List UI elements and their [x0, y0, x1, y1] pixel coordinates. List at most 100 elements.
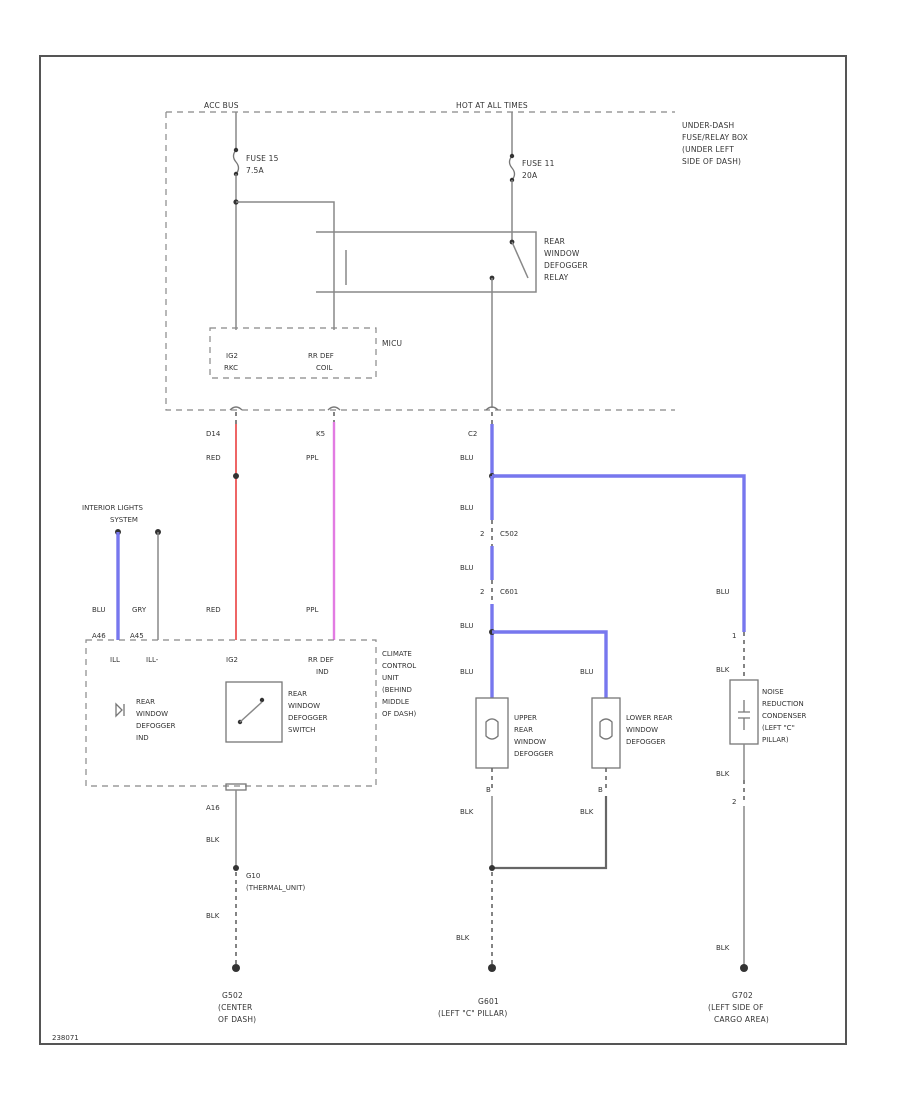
- g601-label-2: (LEFT "C" PILLAR): [438, 1009, 507, 1018]
- micu-label: MICU: [382, 339, 402, 348]
- climate-label-6: OF DASH): [382, 710, 417, 718]
- pin-a45: A45: [130, 632, 144, 640]
- g10-label-1: G10: [246, 872, 260, 880]
- red-wire-label-1: RED: [206, 454, 221, 462]
- blk-wire-label-2: BLK: [206, 912, 220, 920]
- diagram-frame: [39, 55, 847, 1045]
- fuse-11-symbol: [508, 155, 516, 181]
- micu-pin-rrdef: RR DEF: [308, 352, 334, 360]
- blk-wire-label-right: BLK: [716, 944, 730, 952]
- fusebox-label-4: SIDE OF DASH): [682, 157, 741, 166]
- fuse-11-amp: 20A: [522, 171, 538, 180]
- fuse-relay-box-outline: [165, 111, 675, 411]
- switch-label-4: SWITCH: [288, 726, 315, 734]
- ppl-wire-label-1: PPL: [306, 454, 318, 462]
- lower-defogger-label-3: DEFOGGER: [626, 738, 666, 746]
- indicator-label-1: REAR: [136, 698, 155, 706]
- red-wire-label-2: RED: [206, 606, 221, 614]
- relay-label-3: DEFOGGER: [544, 261, 588, 270]
- climate-label-5: MIDDLE: [382, 698, 409, 706]
- lower-blk-label: BLK: [580, 808, 594, 816]
- g601-label-1: G601: [478, 997, 499, 1006]
- lower-defogger-ground-wire: [492, 796, 608, 870]
- fuse-11-label: FUSE 11: [522, 159, 555, 168]
- connector-c2: C2: [468, 430, 477, 438]
- connector-d14: D14: [206, 430, 221, 438]
- pin-ill-minus: ILL-: [146, 656, 159, 664]
- connector-k5: K5: [316, 430, 325, 438]
- fusebox-label-1: UNDER-DASH: [682, 121, 734, 130]
- upper-defogger-label-1: UPPER: [514, 714, 537, 722]
- fusebox-label-3: (UNDER LEFT: [682, 145, 734, 154]
- g702-label-2: (LEFT SIDE OF: [708, 1003, 764, 1012]
- g702-label-3: CARGO AREA): [714, 1015, 769, 1024]
- condenser-icon: [738, 700, 750, 730]
- pin-ig2-climate: IG2: [226, 656, 238, 664]
- interior-lights-label-1: INTERIOR LIGHTS: [82, 504, 143, 512]
- fuse-15-label: FUSE 15: [246, 154, 279, 163]
- relay-label-2: WINDOW: [544, 249, 580, 258]
- noise-label-5: PILLAR): [762, 736, 789, 744]
- g502-label-1: G502: [222, 991, 243, 1000]
- g502-label-3: OF DASH): [218, 1015, 256, 1024]
- hot-at-all-times-label: HOT AT ALL TIMES: [456, 101, 528, 110]
- fuse-15-symbol: [232, 149, 240, 175]
- c502-pin: 2: [480, 530, 484, 538]
- blu-wire-to-condenser: [492, 474, 746, 632]
- upper-defogger-pin-b: B: [486, 786, 491, 794]
- micu-pin-ig2: IG2: [226, 352, 238, 360]
- g702-label-1: G702: [732, 991, 753, 1000]
- noise-label-2: REDUCTION: [762, 700, 804, 708]
- rear-window-defogger-switch: [225, 681, 283, 743]
- noise-label-3: CONDENSER: [762, 712, 807, 720]
- climate-label-1: CLIMATE: [382, 650, 412, 658]
- relay-label-4: RELAY: [544, 273, 569, 282]
- noise-blk-label-1: BLK: [716, 666, 730, 674]
- climate-label-3: UNIT: [382, 674, 399, 682]
- noise-reduction-condenser: [729, 679, 759, 745]
- interior-lights-label-2: SYSTEM: [110, 516, 138, 524]
- connector-c601: C601: [500, 588, 518, 596]
- climate-control-unit-box: [85, 639, 377, 787]
- blu-wire-to-lower-defogger: [492, 630, 608, 698]
- upper-defogger-label-4: DEFOGGER: [514, 750, 554, 758]
- lower-defogger-grid-icon: [599, 718, 613, 740]
- relay-coil-feed-wire: [236, 201, 335, 330]
- blu-wire-label-1: BLU: [460, 454, 473, 462]
- diagram-id: 238071: [52, 1034, 79, 1042]
- pin-rrdef-ind-1: RR DEF: [308, 656, 334, 664]
- g10-label-2: (THERMAL_UNIT): [246, 884, 305, 892]
- c601-pin: 2: [480, 588, 484, 596]
- g502-label-2: (CENTER: [218, 1003, 252, 1012]
- pin-a46: A46: [92, 632, 106, 640]
- noise-blk-label-2: BLK: [716, 770, 730, 778]
- rear-window-defogger-relay: [316, 231, 537, 293]
- pin-a16: A16: [206, 804, 220, 812]
- micu-pin-ig2-rkc: RKC: [224, 364, 238, 372]
- relay-switch-arm: [511, 241, 529, 279]
- lower-rear-window-defogger: [591, 697, 621, 769]
- noise-label-4: (LEFT "C": [762, 724, 795, 732]
- switch-label-2: WINDOW: [288, 702, 320, 710]
- interior-blu-label: BLU: [92, 606, 105, 614]
- climate-label-4: (BEHIND: [382, 686, 412, 694]
- upper-blk-label: BLK: [460, 808, 474, 816]
- acc-bus-label: ACC BUS: [204, 101, 239, 110]
- blu-wire-label-5: BLU: [460, 668, 473, 676]
- lower-defogger-label-1: LOWER REAR: [626, 714, 673, 722]
- noise-label-1: NOISE: [762, 688, 784, 696]
- blu-wire-label-4: BLU: [460, 622, 473, 630]
- upper-defogger-label-2: REAR: [514, 726, 533, 734]
- fuse-15-amp: 7.5A: [246, 166, 265, 175]
- pin-ill: ILL: [110, 656, 120, 664]
- blu-wire-label-2: BLU: [460, 504, 473, 512]
- fusebox-label-2: FUSE/RELAY BOX: [682, 133, 748, 142]
- upper-defogger-label-3: WINDOW: [514, 738, 546, 746]
- pin-rrdef-ind-2: IND: [316, 668, 329, 676]
- indicator-label-3: DEFOGGER: [136, 722, 176, 730]
- upper-defogger-grid-icon: [485, 718, 499, 740]
- ppl-wire-label-2: PPL: [306, 606, 318, 614]
- relay-label-1: REAR: [544, 237, 565, 246]
- noise-pin-2: 2: [732, 798, 736, 806]
